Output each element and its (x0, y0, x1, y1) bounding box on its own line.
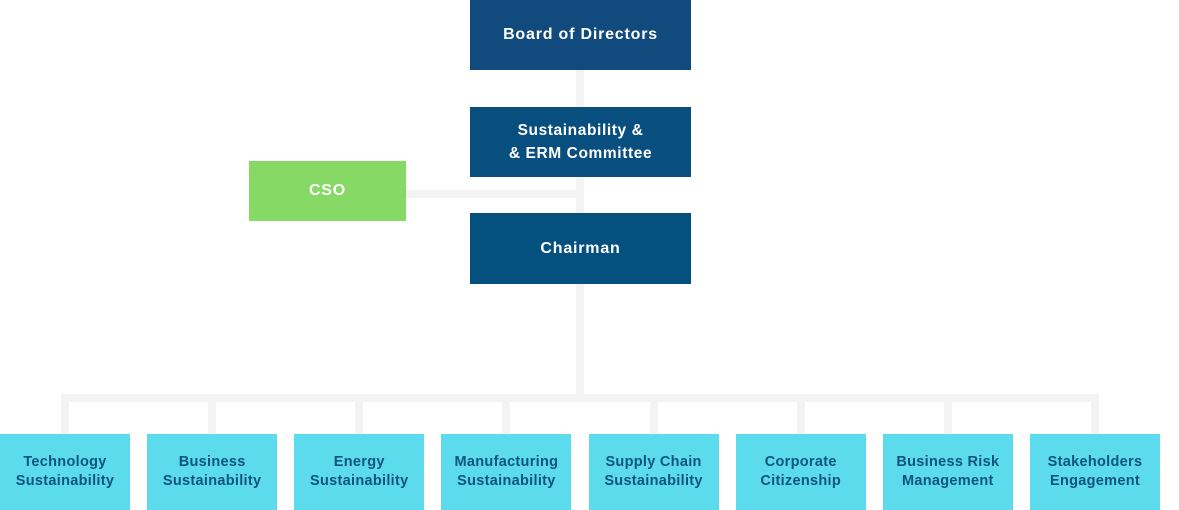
org-node-label: Board of Directors (503, 26, 658, 43)
org-node-sustainability-erm-committee: Sustainability & & ERM Committee (470, 107, 691, 177)
department-label-line1: Business Risk (896, 454, 1000, 470)
department-label-line2: Sustainability (457, 473, 556, 489)
department-label-line2: Sustainability (162, 473, 262, 489)
department-label-line2: Sustainability (15, 473, 115, 489)
connector-cso-branch (405, 190, 580, 198)
org-node-label: Chairman (540, 239, 621, 257)
connector-stub (502, 394, 511, 434)
connector-stub (1091, 394, 1099, 434)
department-label-line2: Sustainability (310, 473, 409, 489)
org-node-label-line2: & ERM Committee (508, 145, 653, 162)
connector-stub (649, 394, 658, 434)
org-node-board-of-directors: Board of Directors (470, 0, 691, 70)
connector-stub (208, 394, 217, 434)
org-node-cso: CSO (249, 161, 406, 221)
connector-stub (943, 394, 952, 434)
org-node-label-line1: Sustainability & (517, 122, 644, 139)
connector-stub (355, 394, 364, 434)
department-label-line2: Management (902, 473, 994, 489)
connector-stub (796, 394, 805, 434)
department-label-line2: Engagement (1049, 473, 1140, 489)
connector-board-committee (576, 69, 584, 108)
org-node-chairman: Chairman (470, 213, 691, 284)
department-label-line1: Technology (23, 454, 107, 470)
department-label-line1: Corporate (764, 454, 837, 470)
department-label-line2: Citizenship (760, 473, 842, 489)
connector-chairman-departments (576, 284, 584, 402)
connector-departments-rail (61, 394, 1099, 402)
department-label-line1: Stakeholders (1047, 454, 1143, 470)
department-label-line1: Business (178, 454, 246, 470)
org-node-label: CSO (308, 182, 347, 199)
department-label-line1: Supply Chain (605, 454, 702, 470)
department-label-line1: Energy (333, 454, 385, 470)
connector-committee-chairman (576, 177, 584, 214)
department-label-line2: Sustainability (604, 473, 703, 489)
department-label-line1: Manufacturing (454, 454, 559, 470)
connector-stub (61, 394, 69, 434)
